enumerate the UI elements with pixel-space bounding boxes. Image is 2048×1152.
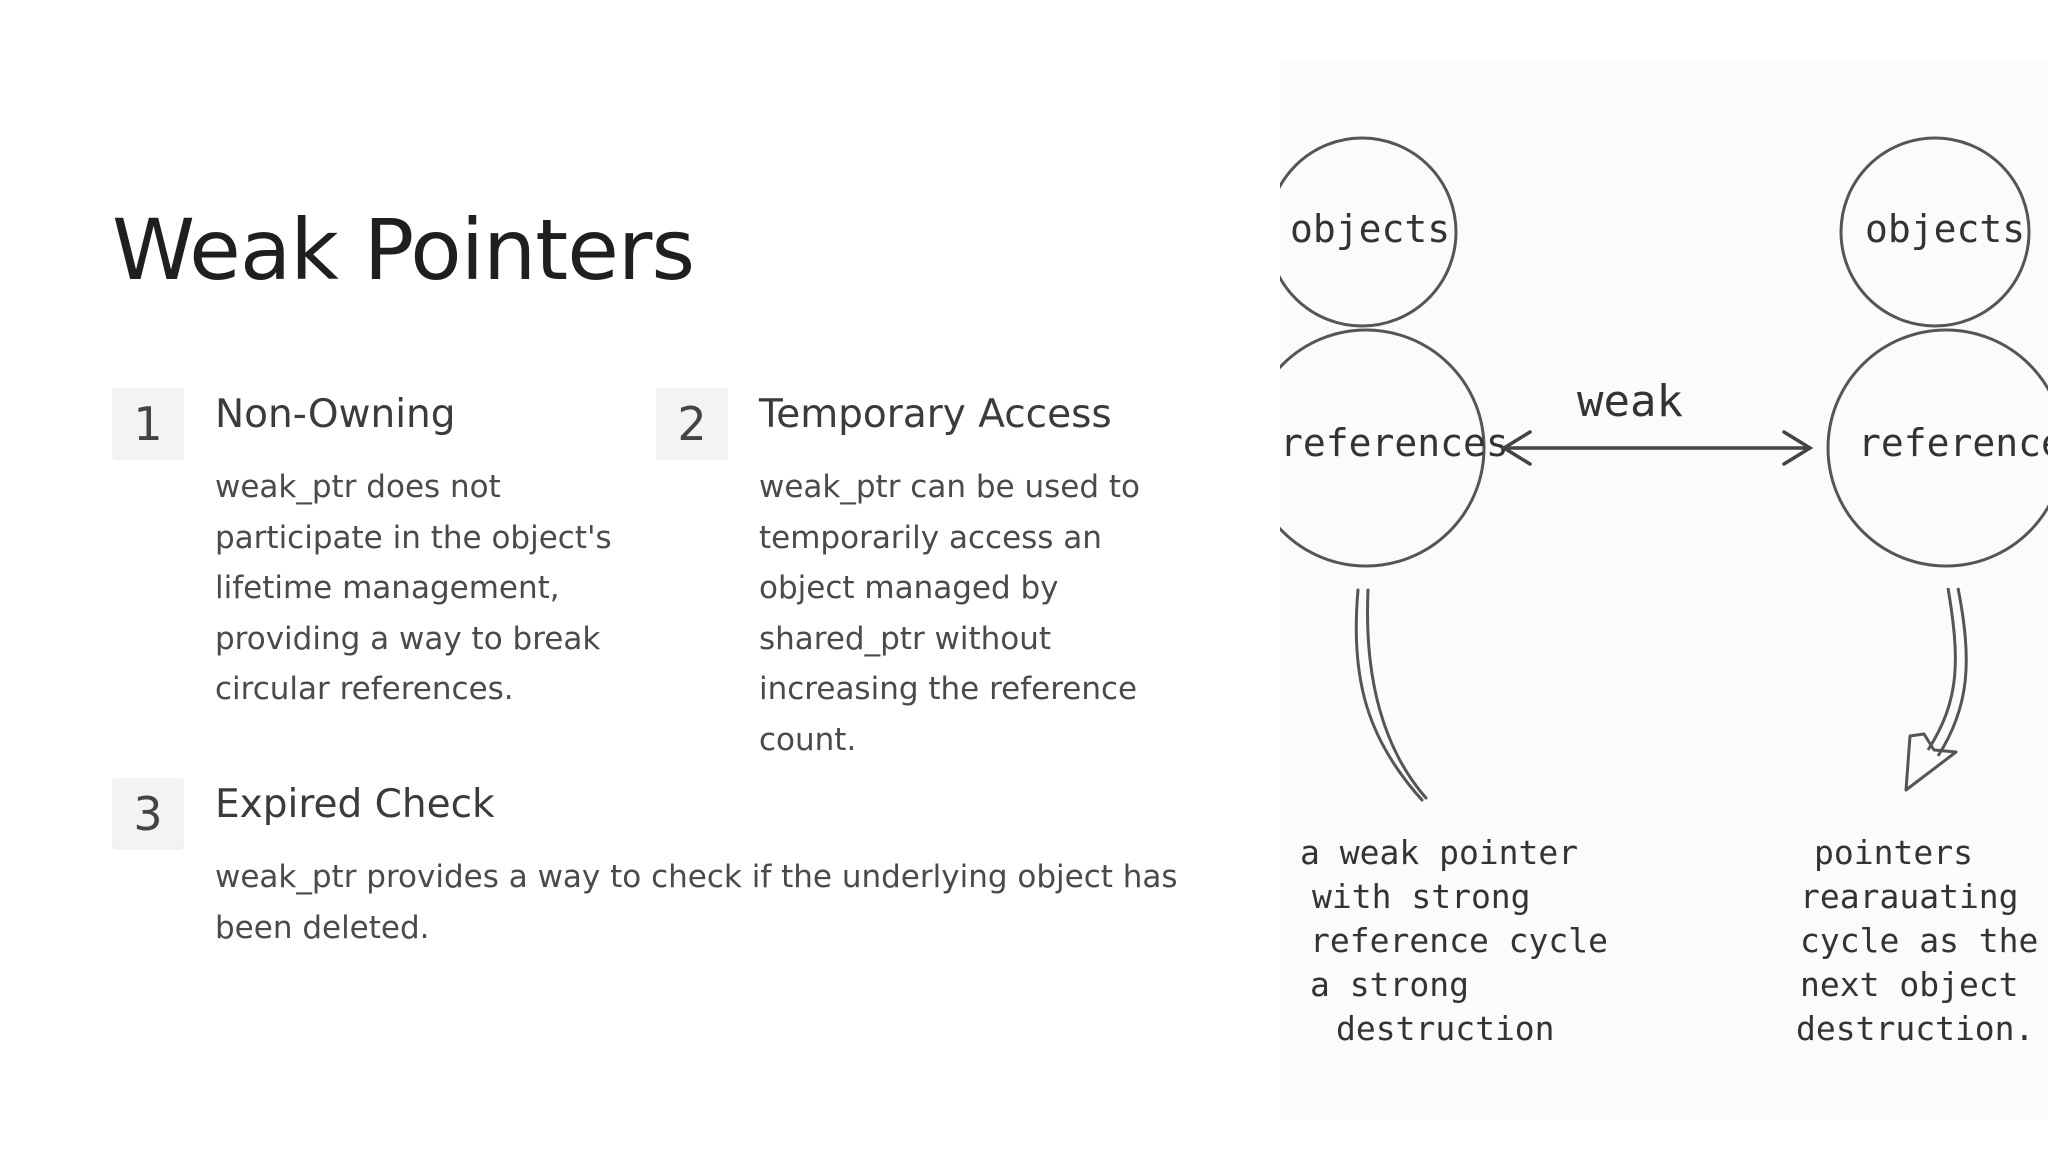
right-curved-arrow [1904, 587, 1968, 792]
slide-title: Weak Pointers [112, 201, 695, 299]
svg-text:cycle as the: cycle as the [1800, 921, 2038, 960]
item-number-badge: 3 [112, 778, 184, 850]
svg-text:a weak pointer: a weak pointer [1300, 833, 1578, 872]
svg-text:a strong: a strong [1310, 965, 1469, 1004]
item-description: weak_ptr does not participate in the obj… [215, 469, 612, 707]
left-objects-label: objects [1290, 207, 1450, 251]
svg-text:with strong: with strong [1312, 877, 1531, 916]
right-objects-circle [1839, 136, 2031, 328]
left-references-label: references [1280, 421, 1509, 465]
right-references-label: references [1858, 421, 2048, 465]
item-number-badge: 2 [656, 388, 728, 460]
left-references-circle [1280, 328, 1486, 568]
item-description: weak_ptr can be used to temporarily acce… [759, 469, 1140, 758]
svg-text:destruction.: destruction. [1796, 1009, 2034, 1048]
svg-text:reference cycle: reference cycle [1310, 921, 1608, 960]
left-caption: a weak pointer with strong reference cyc… [1300, 833, 1608, 1048]
svg-text:rearauating: rearauating [1800, 877, 2019, 916]
item-number-badge: 1 [112, 388, 184, 460]
item-heading: Non-Owning [215, 392, 456, 437]
item-description: weak_ptr provides a way to check if the … [215, 859, 1178, 946]
item-heading: Expired Check [215, 782, 495, 827]
right-references-circle [1826, 328, 2048, 568]
svg-text:next object: next object [1800, 965, 2019, 1004]
right-caption: pointers rearauating cycle as the next o… [1796, 833, 2038, 1048]
svg-text:pointers: pointers [1814, 833, 1973, 872]
weak-arrow-label: weak [1577, 376, 1683, 427]
item-heading: Temporary Access [759, 392, 1112, 437]
right-objects-label: objects [1865, 207, 2025, 251]
left-curved-arrow [1354, 588, 1428, 802]
svg-text:destruction: destruction [1336, 1009, 1555, 1048]
left-objects-circle [1280, 136, 1458, 328]
weak-pointer-sketch-diagram: objects references objects references we… [1280, 60, 2048, 1120]
weak-double-arrow [1500, 430, 1814, 466]
